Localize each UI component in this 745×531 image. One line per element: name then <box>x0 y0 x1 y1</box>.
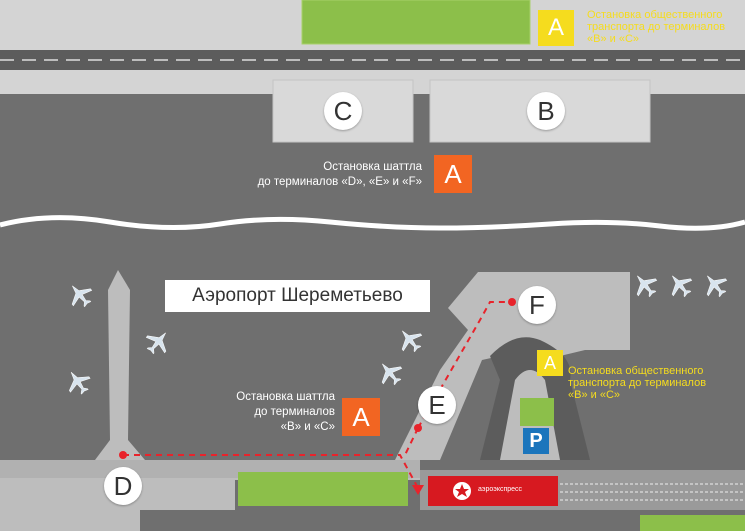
route-line-d <box>123 454 419 489</box>
airplane-icon <box>401 330 423 353</box>
grass-patch-d <box>238 472 408 506</box>
shuttle-stop-bottom-text: Остановка шаттла до терминалов «B» и «C» <box>200 390 335 435</box>
shuttle-stop-top-line2: до терминалов «D», «E» и «F» <box>257 176 422 188</box>
public-stop-right-text: Остановка общественного транспорта до те… <box>568 365 728 401</box>
public-stop-right-badge[interactable]: A <box>537 350 563 376</box>
airplane-icon <box>71 285 93 308</box>
airplane-icon <box>636 275 658 298</box>
airplane-icon <box>145 332 167 355</box>
shuttle-stop-top-text: Остановка шаттла до терминалов «D», «E» … <box>210 160 422 190</box>
terminal-b-label[interactable]: B <box>527 92 565 130</box>
aeroexpress-train <box>428 476 558 506</box>
top-grass <box>301 0 531 45</box>
public-stop-right-line1: Остановка общественного <box>568 365 704 377</box>
route-point-e <box>414 424 422 432</box>
shuttle-stop-bottom-line2: до терминалов <box>254 406 335 418</box>
airplanes <box>69 275 728 395</box>
public-stop-top-line3: «B» и «C» <box>587 33 640 45</box>
public-stop-top-line2: транспорта до терминалов <box>587 21 726 33</box>
public-stop-top-line1: Остановка общественного <box>587 9 723 21</box>
route-line-e <box>404 427 419 456</box>
bottom-right-grass <box>640 515 745 531</box>
aeroexpress-star-shape <box>455 484 469 497</box>
map-break-line <box>0 215 745 231</box>
public-stop-right-line3: «B» и «C» <box>568 389 621 401</box>
terminal-c-label[interactable]: C <box>324 92 362 130</box>
route-arrow-icon <box>412 485 424 495</box>
top-road <box>0 50 745 70</box>
route-point-f <box>508 298 516 306</box>
route-line-f <box>417 301 512 429</box>
airplane-icon <box>671 275 693 298</box>
shuttle-stop-top-badge[interactable]: A <box>434 155 472 193</box>
airplane-icon <box>706 275 728 298</box>
shuttle-stop-top-line1: Остановка шаттла <box>323 161 422 173</box>
shuttle-stop-bottom-line1: Остановка шаттла <box>236 391 335 403</box>
route-point-d <box>119 451 127 459</box>
public-stop-right-line2: транспорта до терминалов <box>568 377 707 389</box>
map-title: Аэропорт Шереметьево <box>165 280 430 312</box>
public-stop-top-badge[interactable]: A <box>538 10 574 46</box>
terminal-f-label[interactable]: F <box>518 286 556 324</box>
shuttle-stop-bottom-badge[interactable]: A <box>342 398 380 436</box>
public-stop-top-text: Остановка общественного транспорта до те… <box>587 9 742 45</box>
loop-grass <box>520 398 554 426</box>
airplane-icon <box>69 371 91 395</box>
shuttle-stop-bottom-line3: «B» и «C» <box>280 421 335 433</box>
terminal-e-label[interactable]: E <box>418 386 456 424</box>
terminal-d-label[interactable]: D <box>104 467 142 505</box>
airplane-icon <box>381 363 403 386</box>
parking-icon[interactable]: P <box>523 428 549 454</box>
aeroexpress-label: аэроэкспресс <box>478 486 523 493</box>
